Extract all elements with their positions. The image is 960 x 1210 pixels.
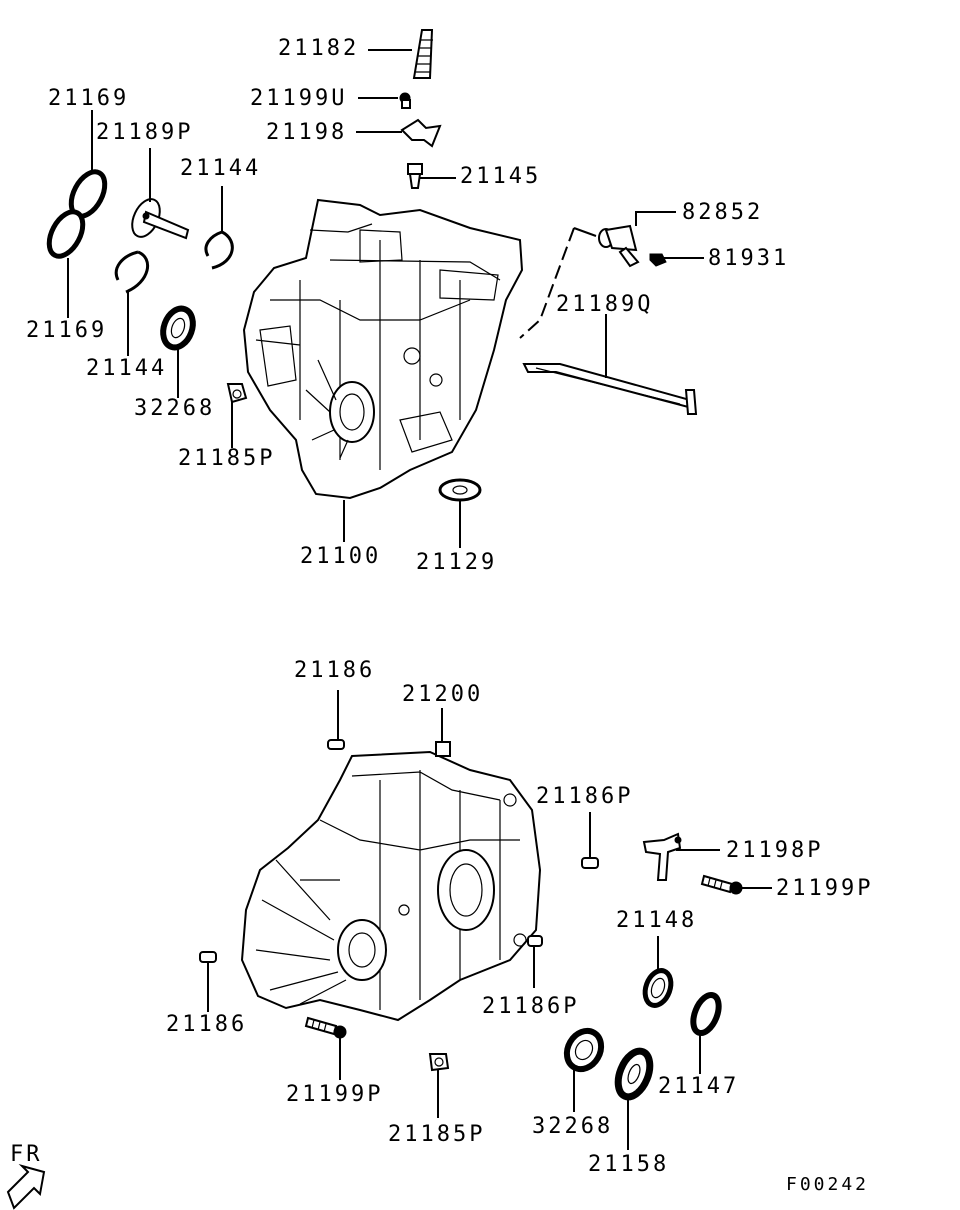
label-21182: 21182 [278,36,360,61]
label-21185P-lower: 21185P [388,1122,486,1147]
label-81931: 81931 [708,246,790,271]
label-21186-lower: 21186 [166,1012,248,1037]
part-21148-bearing[interactable] [641,967,676,1009]
leader-82852 [635,211,676,226]
part-21144-snapring-upper[interactable] [204,230,234,270]
label-21185P-upper: 21185P [178,446,276,471]
label-21147: 21147 [658,1074,740,1099]
front-direction-label: FR [10,1142,43,1167]
label-21186P-lower: 21186P [482,994,580,1019]
label-21148: 21148 [616,908,698,933]
label-21145: 21145 [460,164,542,189]
front-direction-arrow-icon [6,1164,46,1210]
part-21129-washer[interactable] [438,478,482,502]
part-32268-seal-lower[interactable] [560,1025,608,1076]
label-32268-lower: 32268 [532,1114,614,1139]
part-21189P-shaft[interactable] [127,195,190,241]
diagram-id: F00242 [786,1174,870,1195]
part-21189Q-rod[interactable] [522,363,698,415]
label-21189Q: 21189Q [556,292,654,317]
label-21169-lower: 21169 [26,318,108,343]
part-21145-plug[interactable] [407,163,423,189]
part-21199P-bolt-lower[interactable] [304,1016,347,1039]
label-21198P: 21198P [726,838,824,863]
label-21200: 21200 [402,682,484,707]
label-21129: 21129 [416,550,498,575]
part-21147-ring[interactable] [688,991,723,1036]
label-21189P: 21189P [96,120,194,145]
part-21144-snapring-lower[interactable] [114,250,149,294]
label-21199U: 21199U [250,86,348,111]
part-21186P-dowel-upper[interactable] [581,857,599,869]
part-21186-dowel-lower[interactable] [199,951,217,963]
part-21185P-plug-upper[interactable] [226,383,248,404]
part-32268-seal-upper[interactable] [158,304,198,351]
part-21158-seal[interactable] [612,1047,656,1102]
label-21199P-right: 21199P [776,876,874,901]
label-21158: 21158 [588,1152,670,1177]
part-21198-bracket[interactable] [400,118,442,148]
label-21199P-lower: 21199P [286,1082,384,1107]
part-21186-dowel-upper[interactable] [327,739,345,750]
label-82852: 82852 [682,200,764,225]
label-21169-upper: 21169 [48,86,130,111]
part-21182-bolt[interactable] [412,29,434,79]
part-21169-ring-lower[interactable] [42,206,89,262]
part-81931-screw[interactable] [649,253,667,267]
part-21198P-bracket[interactable] [642,832,682,881]
part-21199P-bolt-right[interactable] [700,874,743,895]
label-21186P-upper: 21186P [536,784,634,809]
label-21198: 21198 [266,120,348,145]
part-21199U-bolt[interactable] [399,92,411,109]
part-82852-sensor[interactable] [598,224,640,268]
label-32268-upper: 32268 [134,396,216,421]
leader-dashed-tip [573,227,597,237]
part-21100-transaxle-case[interactable] [242,198,524,500]
part-21200-clutch-housing[interactable] [240,741,542,1022]
label-21100: 21100 [300,544,382,569]
label-21186-upper: 21186 [294,658,376,683]
leader-dashed-connector [519,227,575,339]
part-21186P-dowel-lower[interactable] [527,935,543,947]
label-21144-lower: 21144 [86,356,168,381]
part-21185P-plug-lower[interactable] [428,1053,450,1072]
label-21144-upper: 21144 [180,156,262,181]
